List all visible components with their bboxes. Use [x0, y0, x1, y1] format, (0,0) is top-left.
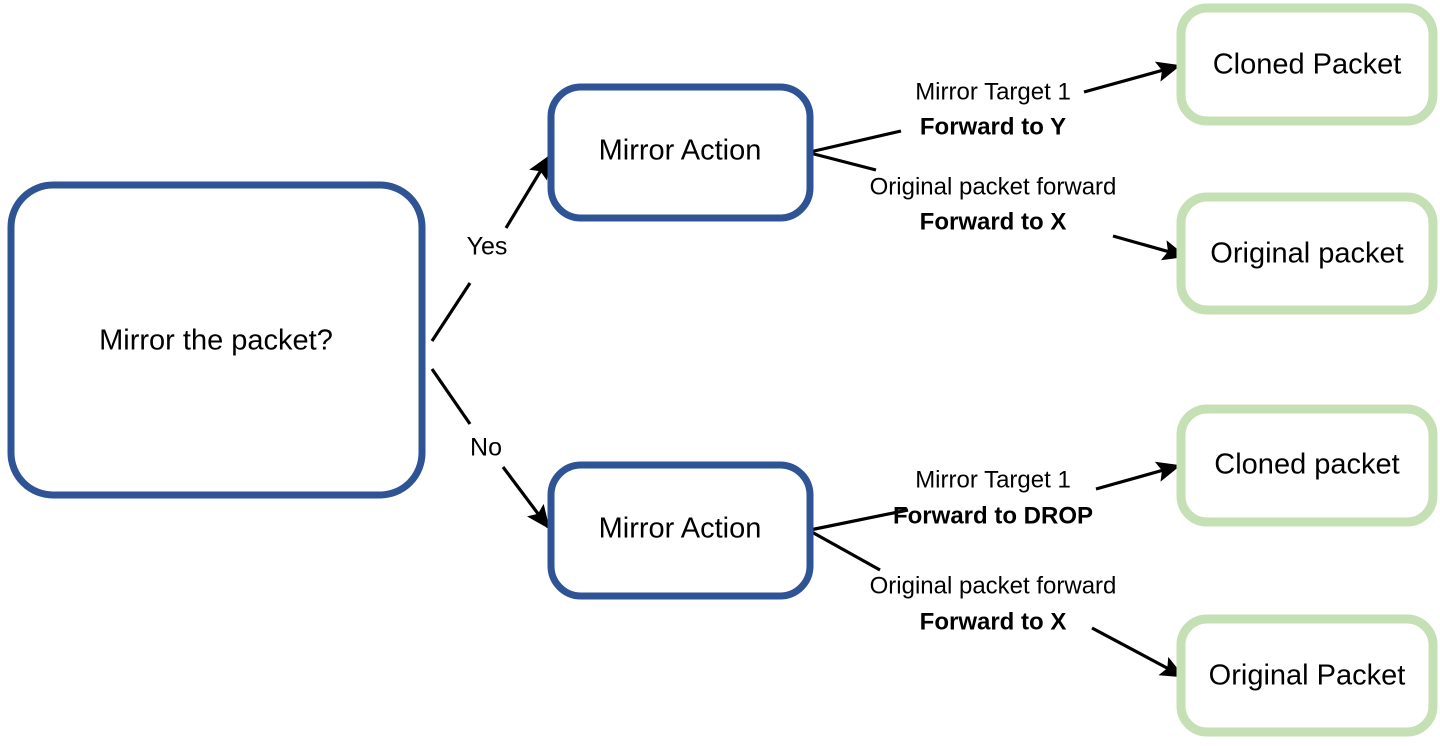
- node-mirror-action-yes[interactable]: Mirror Action: [547, 83, 814, 222]
- edge-yes-segment-lower: [430, 282, 472, 342]
- node-original-packet-yes-shape: [1176, 192, 1438, 315]
- node-mirror-action-yes-shape: [547, 83, 814, 222]
- node-original-packet-no[interactable]: Original Packet: [1176, 614, 1438, 737]
- node-original-packet-no-label: Original Packet: [1209, 660, 1406, 692]
- node-original-packet-yes-label: Original packet: [1210, 238, 1403, 270]
- edge-label-no-original-forward: Forward to X: [920, 608, 1067, 635]
- edge-label-yes-mirror-forward: Forward to Y: [920, 113, 1066, 140]
- edge-no-branch: No: [430, 368, 550, 530]
- node-cloned-packet-yes[interactable]: Cloned Packet: [1176, 3, 1438, 126]
- edge-no-mirror-arrow: [1095, 461, 1181, 491]
- edge-yes-mirror-target: [809, 61, 1181, 154]
- node-mirror-action-no[interactable]: Mirror Action: [547, 461, 814, 600]
- edge-label-yes-original-caption: Original packet forward: [870, 173, 1117, 200]
- node-mirror-action-yes-label: Mirror Action: [599, 135, 762, 167]
- node-cloned-packet-yes-shape: [1176, 3, 1438, 126]
- edge-yes-original-arrow: [1112, 234, 1187, 261]
- edge-label-no-mirror-target: Mirror Target 1: [915, 466, 1071, 493]
- edge-label-no-original-caption: Original packet forward: [870, 572, 1117, 599]
- edge-yes-segment-upper: [504, 154, 551, 229]
- edge-label-yes: Yes: [467, 233, 508, 261]
- node-cloned-packet-no[interactable]: Cloned packet: [1176, 404, 1438, 527]
- edge-label-yes-original-forward: Forward to X: [920, 208, 1067, 235]
- node-mirror-action-no-label: Mirror Action: [599, 513, 762, 545]
- edge-yes-original-forward: [809, 151, 1187, 261]
- node-decision-shape: [7, 181, 426, 499]
- node-mirror-action-no-shape: [547, 461, 814, 600]
- edge-yes-branch: Yes: [430, 154, 551, 342]
- edge-no-mirror-stub: [809, 508, 909, 532]
- edge-label-no-mirror-forward: Forward to DROP: [893, 502, 1093, 529]
- edge-no-original-stub: [809, 529, 881, 572]
- edge-no-original-arrow: [1091, 626, 1185, 678]
- node-original-packet-no-shape: [1176, 614, 1438, 737]
- node-cloned-packet-no-label: Cloned packet: [1214, 449, 1399, 481]
- edge-no-segment-lower: [501, 466, 550, 530]
- edge-no-mirror-target: [809, 461, 1181, 532]
- node-decision-label: Mirror the packet?: [99, 325, 333, 357]
- edge-no-segment-upper: [430, 368, 472, 425]
- edge-label-yes-mirror-target: Mirror Target 1: [915, 78, 1071, 105]
- edge-yes-mirror-arrow: [1083, 61, 1181, 94]
- node-original-packet-yes[interactable]: Original packet: [1176, 192, 1438, 315]
- edge-no-original-forward: [809, 529, 1185, 678]
- edge-label-no: No: [470, 434, 502, 462]
- node-decision-mirror-the-packet[interactable]: Mirror the packet?: [7, 181, 426, 499]
- node-cloned-packet-yes-label: Cloned Packet: [1213, 49, 1402, 81]
- edge-yes-mirror-stub: [809, 129, 902, 154]
- edge-yes-original-stub: [809, 151, 877, 172]
- node-cloned-packet-no-shape: [1176, 404, 1438, 527]
